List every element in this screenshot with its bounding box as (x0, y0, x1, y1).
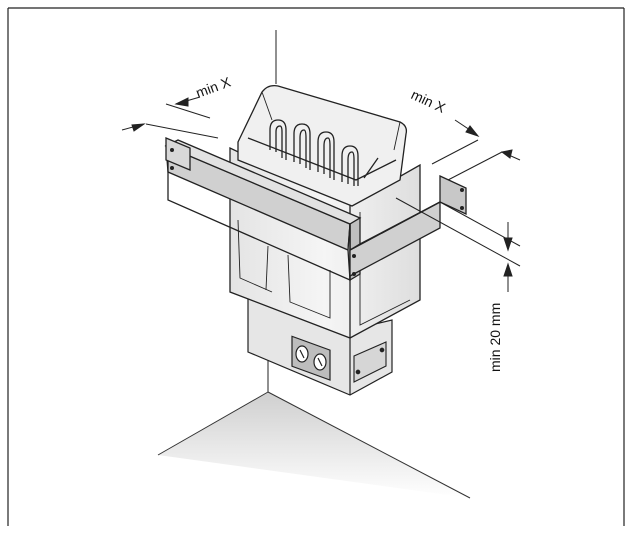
right-clearance-label: min X (409, 86, 449, 116)
left-clearance-label: min X (194, 73, 234, 101)
guard-rail (164, 137, 467, 282)
floor-shadow (158, 392, 470, 498)
side-control-panel (353, 341, 387, 383)
left-clearance-dimension (121, 96, 219, 139)
stone-basket (237, 84, 408, 207)
floor-shadow-edge (157, 391, 269, 456)
bottom-clearance-label: min 20 mm (487, 303, 503, 372)
bottom-clearance-dimension (395, 197, 521, 292)
heating-elements (269, 119, 379, 186)
rail-screws (170, 148, 464, 276)
right-clearance-dimension (431, 119, 521, 181)
wall-corner-line (267, 30, 277, 392)
floor-shadow-edge (267, 391, 471, 499)
page-frame (7, 7, 625, 526)
control-knob (291, 335, 331, 381)
